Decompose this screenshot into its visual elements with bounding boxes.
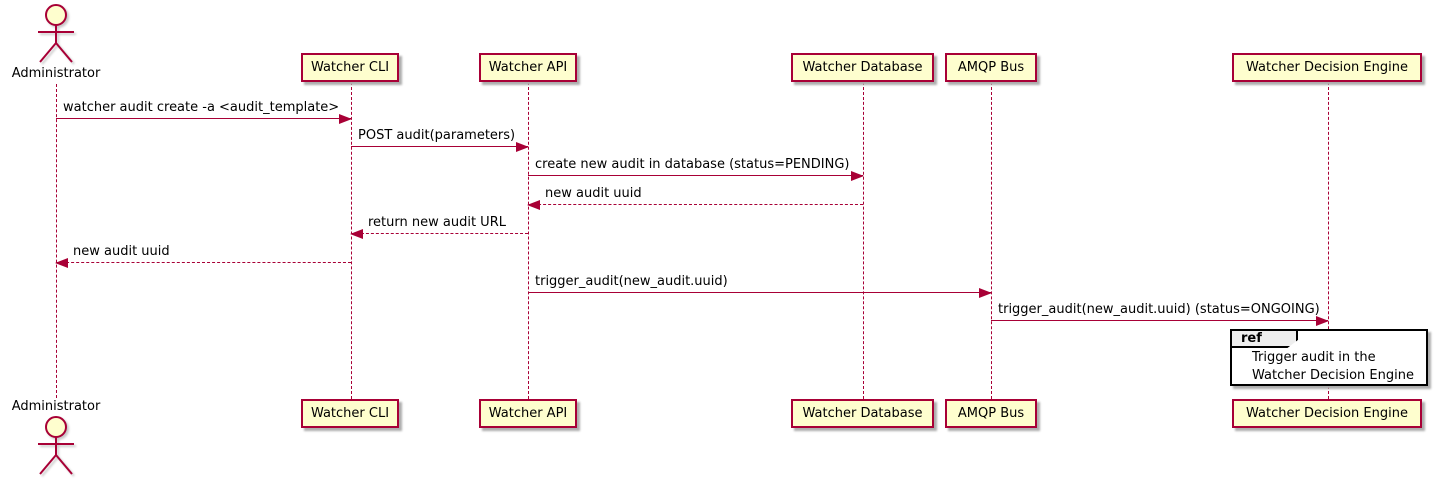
arrowhead-left-icon [527, 200, 540, 210]
actor-administrator-top-label: Administrator [11, 66, 101, 81]
message-trigger-audit-amqp-engine-label: trigger_audit(new_audit.uuid) (status=ON… [998, 302, 1320, 317]
arrowhead-left-icon [350, 229, 363, 239]
participant-top-watcher-decision-engine: Watcher Decision Engine [1232, 53, 1422, 82]
message-trigger-audit-api-amqp: trigger_audit(new_audit.uuid) [528, 274, 992, 298]
participant-top-watcher-api: Watcher API [479, 53, 577, 82]
arrowhead-left-icon [55, 258, 68, 268]
lifeline-watcher-decision-engine [1327, 82, 1329, 399]
participant-top-amqp-bus: AMQP Bus [945, 53, 1037, 82]
message-create-audit-db: create new audit in database (status=PEN… [528, 157, 864, 181]
message-trigger-audit-amqp-engine: trigger_audit(new_audit.uuid) (status=ON… [991, 302, 1329, 326]
participant-top-watcher-database: Watcher Database [791, 53, 934, 82]
lifeline-watcher-cli [350, 82, 352, 399]
arrowhead-right-icon [339, 114, 352, 124]
actor-administrator-top-icon [38, 4, 74, 63]
participant-bottom-watcher-database: Watcher Database [791, 399, 934, 428]
ref-tab: ref [1232, 331, 1298, 348]
message-create-audit-db-label: create new audit in database (status=PEN… [535, 157, 850, 172]
message-new-audit-uuid-to-api-label: new audit uuid [545, 186, 642, 201]
ref-tab-label: ref [1241, 331, 1262, 346]
message-post-audit-label: POST audit(parameters) [358, 128, 516, 143]
message-post-audit: POST audit(parameters) [351, 128, 529, 152]
lifeline-amqp-bus [990, 82, 992, 399]
message-trigger-audit-api-amqp-label: trigger_audit(new_audit.uuid) [535, 274, 728, 289]
ref-text-line-2: Watcher Decision Engine [1252, 368, 1414, 383]
message-return-audit-url: return new audit URL [350, 215, 528, 239]
actor-administrator-bottom-label: Administrator [11, 399, 101, 414]
ref-text-line-1: Trigger audit in the [1252, 350, 1376, 365]
participant-top-watcher-cli: Watcher CLI [301, 53, 399, 82]
message-new-audit-uuid-to-admin-label: new audit uuid [73, 244, 170, 259]
lifeline-watcher-database [862, 82, 864, 399]
arrowhead-right-icon [1316, 316, 1329, 326]
message-return-audit-url-label: return new audit URL [368, 215, 506, 230]
ref-fragment: ref Trigger audit in the Watcher Decisio… [1230, 329, 1428, 386]
message-new-audit-uuid-to-admin: new audit uuid [55, 244, 351, 268]
participant-bottom-amqp-bus: AMQP Bus [945, 399, 1037, 428]
message-new-audit-uuid-to-api: new audit uuid [527, 186, 863, 210]
message-audit-create-label: watcher audit create -a <audit_template> [63, 100, 340, 115]
lifeline-watcher-api [527, 82, 529, 399]
arrowhead-right-icon [979, 288, 992, 298]
participant-bottom-watcher-cli: Watcher CLI [301, 399, 399, 428]
lifeline-administrator [55, 84, 57, 398]
arrowhead-right-icon [851, 171, 864, 181]
participant-bottom-watcher-api: Watcher API [479, 399, 577, 428]
arrowhead-right-icon [516, 142, 529, 152]
message-audit-create: watcher audit create -a <audit_template> [56, 100, 352, 124]
ref-body: Trigger audit in the Watcher Decision En… [1252, 349, 1414, 385]
participant-bottom-watcher-decision-engine: Watcher Decision Engine [1232, 399, 1422, 428]
actor-administrator-bottom-icon [38, 416, 74, 475]
